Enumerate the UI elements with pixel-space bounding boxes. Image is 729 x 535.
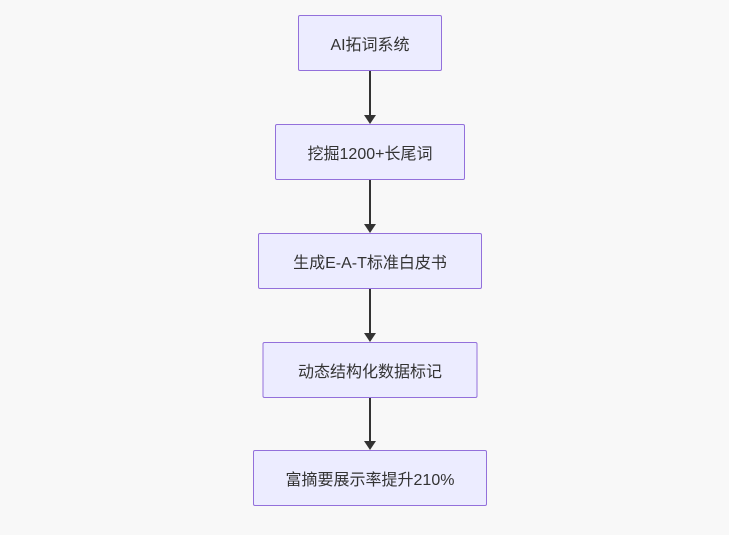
flow-node-eat-whitepaper: 生成E-A-T标准白皮书 [258, 233, 482, 289]
flow-node-longtail-keywords: 挖掘1200+长尾词 [275, 124, 465, 180]
flow-node-label: 动态结构化数据标记 [297, 364, 442, 381]
edge-line [369, 180, 371, 227]
flow-node-label: 富摘要展示率提升210% [285, 472, 455, 489]
flow-edge-2-3 [364, 180, 376, 233]
flow-node-ai-word-expansion: AI拓词系统 [298, 15, 442, 71]
flow-edge-3-4 [364, 289, 376, 342]
flow-node-structured-data-markup: 动态结构化数据标记 [262, 342, 478, 398]
flow-node-label: AI拓词系统 [330, 37, 410, 54]
arrow-down-icon [364, 333, 376, 342]
edge-line [369, 398, 371, 444]
flow-node-label: 挖掘1200+长尾词 [307, 146, 433, 163]
arrow-down-icon [364, 115, 376, 124]
arrow-down-icon [364, 441, 376, 450]
flow-node-label: 生成E-A-T标准白皮书 [293, 255, 447, 272]
flow-edge-4-5 [364, 398, 376, 450]
edge-line [369, 71, 371, 118]
flow-edge-1-2 [364, 71, 376, 124]
arrow-down-icon [364, 224, 376, 233]
flow-node-rich-snippet-result: 富摘要展示率提升210% [253, 450, 487, 506]
edge-line [369, 289, 371, 336]
